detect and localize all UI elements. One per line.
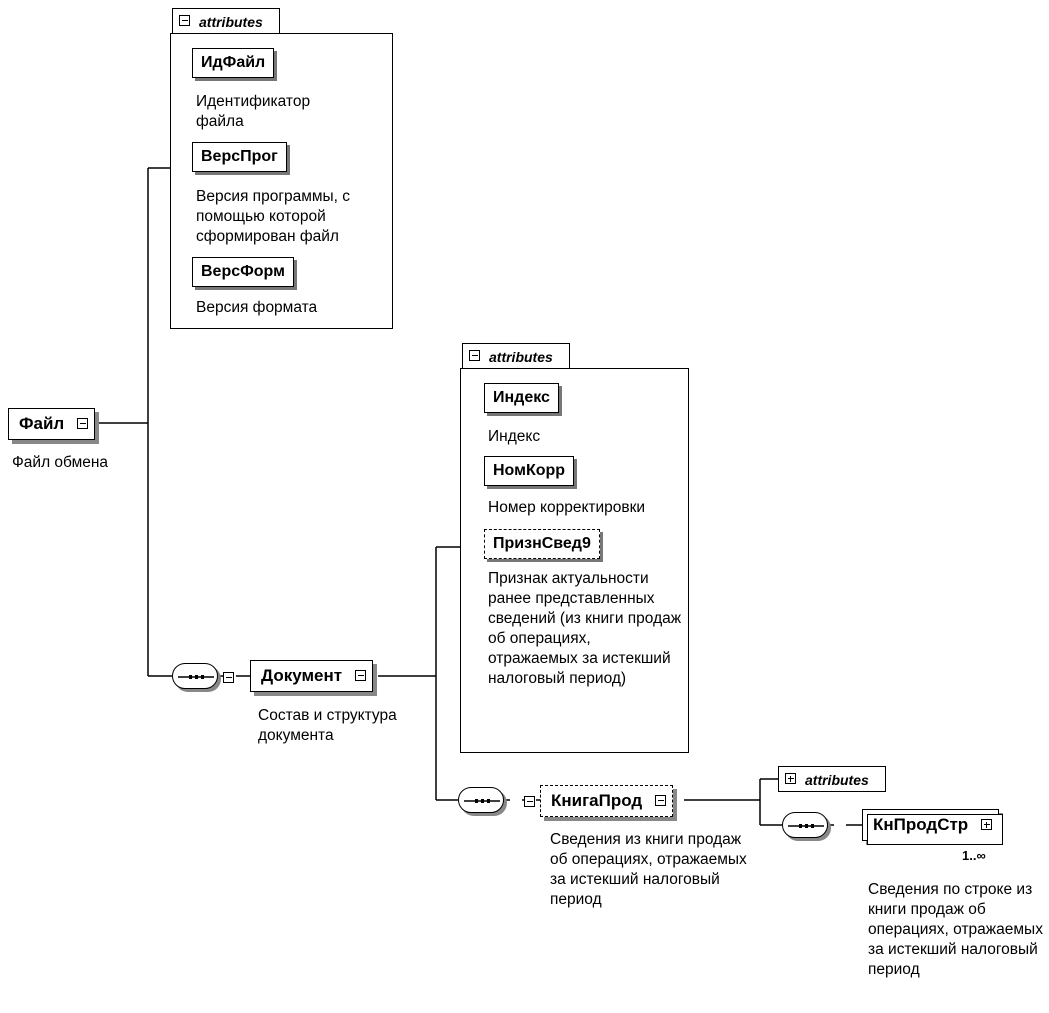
attribute-desc: Идентификатор файла	[196, 93, 311, 130]
element-name: Файл	[19, 414, 65, 433]
attribute-versprog[interactable]: ВерсПрог	[192, 142, 287, 172]
attributes-tab-label: attributes	[805, 772, 869, 788]
element-desc: Сведения из книги продаж об операциях, о…	[550, 831, 747, 908]
element-book[interactable]: КнигаПрод	[540, 785, 674, 817]
element-name: КнПродСтр	[873, 815, 969, 834]
attribute-priznsved9[interactable]: ПризнСвед9	[484, 529, 600, 559]
element-file[interactable]: Файл	[8, 408, 96, 440]
attribute-nomkorr[interactable]: НомКорр	[484, 456, 575, 486]
attributes-tab-root[interactable]: attributes	[172, 8, 280, 34]
collapse-icon[interactable]	[524, 796, 536, 807]
collapse-icon[interactable]	[469, 350, 480, 361]
attributes-tab-document[interactable]: attributes	[462, 343, 570, 369]
attribute-desc: Версия программы, с помощью которой сфор…	[196, 188, 351, 245]
expand-icon[interactable]	[785, 773, 796, 784]
sequence-icon	[178, 675, 214, 679]
collapse-icon[interactable]	[77, 418, 89, 429]
attribute-desc: Номер корректировки	[488, 499, 646, 516]
attribute-idfile[interactable]: ИдФайл	[192, 48, 275, 78]
element-book-row[interactable]: КнПродСтр	[862, 809, 1004, 845]
collapse-icon[interactable]	[179, 15, 190, 26]
attributes-tab-label: attributes	[489, 349, 553, 365]
attribute-desc: Версия формата	[196, 299, 318, 316]
sequence-compositor[interactable]	[782, 812, 828, 838]
element-document[interactable]: Документ	[250, 660, 374, 692]
attributes-panel-document	[460, 368, 689, 753]
sequence-icon	[788, 824, 824, 828]
sequence-icon	[464, 799, 500, 803]
attributes-collapsed-book[interactable]: attributes	[778, 766, 886, 792]
attribute-index[interactable]: Индекс	[484, 383, 559, 413]
element-desc: Сведения по строке из книги продаж об оп…	[868, 881, 1043, 978]
collapse-icon[interactable]	[223, 672, 234, 683]
attributes-tab-label: attributes	[199, 14, 263, 30]
attribute-versform[interactable]: ВерсФорм	[192, 257, 294, 287]
attribute-desc: Признак актуальности ранее представленны…	[488, 570, 682, 687]
collapse-icon[interactable]	[655, 795, 667, 806]
expand-icon[interactable]	[981, 819, 993, 830]
element-desc: Состав и структура документа	[258, 707, 397, 744]
element-name: КнигаПрод	[551, 791, 643, 810]
element-name: Документ	[261, 666, 343, 685]
collapse-icon[interactable]	[355, 670, 367, 681]
sequence-compositor[interactable]	[458, 787, 504, 813]
cardinality-label: 1..∞	[962, 848, 986, 863]
attribute-desc: Индекс	[488, 428, 541, 445]
sequence-compositor[interactable]	[172, 663, 218, 689]
element-desc: Файл обмена	[12, 454, 109, 471]
